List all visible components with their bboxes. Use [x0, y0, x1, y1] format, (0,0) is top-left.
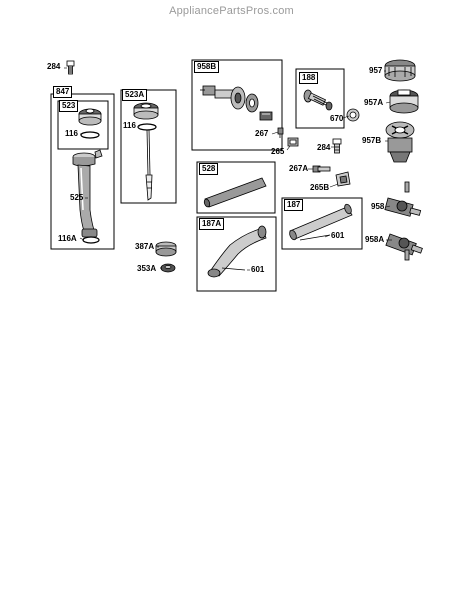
label-284-top: 284	[47, 62, 61, 71]
label-116-a: 116	[65, 129, 78, 138]
label-601-a: 601	[331, 231, 345, 240]
label-187: 187	[284, 199, 304, 211]
label-116-b: 116	[123, 121, 136, 130]
clip-265	[287, 137, 299, 147]
label-601-b: 601	[251, 265, 265, 274]
bolt-284-right	[332, 138, 342, 154]
label-188: 188	[299, 72, 319, 84]
screw-267A	[312, 165, 331, 173]
watermark: AppliancePartsPros.com	[169, 5, 294, 17]
fuel-cap-957B	[385, 121, 415, 163]
shutoff-valve-958B	[200, 85, 273, 121]
fuel-line-187	[289, 203, 353, 241]
label-958B: 958B	[194, 61, 220, 73]
label-957A: 957A	[364, 98, 384, 107]
screw-267	[277, 127, 284, 138]
label-523A: 523A	[122, 89, 148, 101]
label-116A: 116A	[58, 234, 77, 243]
label-528: 528	[199, 163, 219, 175]
ring-670	[346, 108, 360, 122]
label-267: 267	[255, 129, 269, 138]
fuel-cap-957A	[389, 89, 419, 114]
fuel-line-528	[203, 177, 267, 208]
shutoff-valve-958A	[385, 233, 423, 261]
fuel-line-187A	[207, 225, 267, 278]
dipstick-523A	[133, 102, 159, 201]
oring-116A	[82, 236, 100, 244]
label-958A: 958A	[365, 235, 385, 244]
dipstick-tube-525	[72, 149, 103, 238]
label-847: 847	[53, 86, 73, 98]
group-box-958B	[191, 59, 283, 151]
label-670: 670	[330, 114, 344, 123]
group-box-188	[295, 68, 345, 129]
label-265B: 265B	[310, 183, 330, 192]
label-957B: 957B	[362, 136, 382, 145]
label-958: 958	[371, 202, 385, 211]
label-187A: 187A	[199, 218, 225, 230]
clip-265B	[335, 171, 351, 187]
group-box-847	[50, 93, 115, 250]
group-box-523	[57, 100, 109, 150]
group-box-528	[196, 161, 276, 214]
label-957: 957	[369, 66, 383, 75]
group-box-187A	[196, 216, 277, 292]
group-box-187	[281, 197, 363, 250]
air-cap-387A	[155, 241, 177, 257]
label-267A: 267A	[289, 164, 309, 173]
fuel-cap-957	[384, 59, 416, 82]
label-353A: 353A	[137, 264, 157, 273]
label-525: 525	[70, 193, 84, 202]
label-265: 265	[271, 147, 285, 156]
bolt-284-top	[66, 60, 75, 75]
label-284-right: 284	[317, 143, 331, 152]
nut-353A	[160, 263, 176, 273]
leader-lines	[64, 67, 392, 271]
gasket-116-a	[80, 131, 100, 139]
group-box-523A	[120, 89, 177, 204]
label-387A: 387A	[135, 242, 155, 251]
shutoff-valve-958	[384, 181, 422, 217]
dipstick-cap-523	[78, 108, 102, 126]
label-523: 523	[59, 100, 79, 112]
fuel-fitting-188	[303, 89, 333, 111]
